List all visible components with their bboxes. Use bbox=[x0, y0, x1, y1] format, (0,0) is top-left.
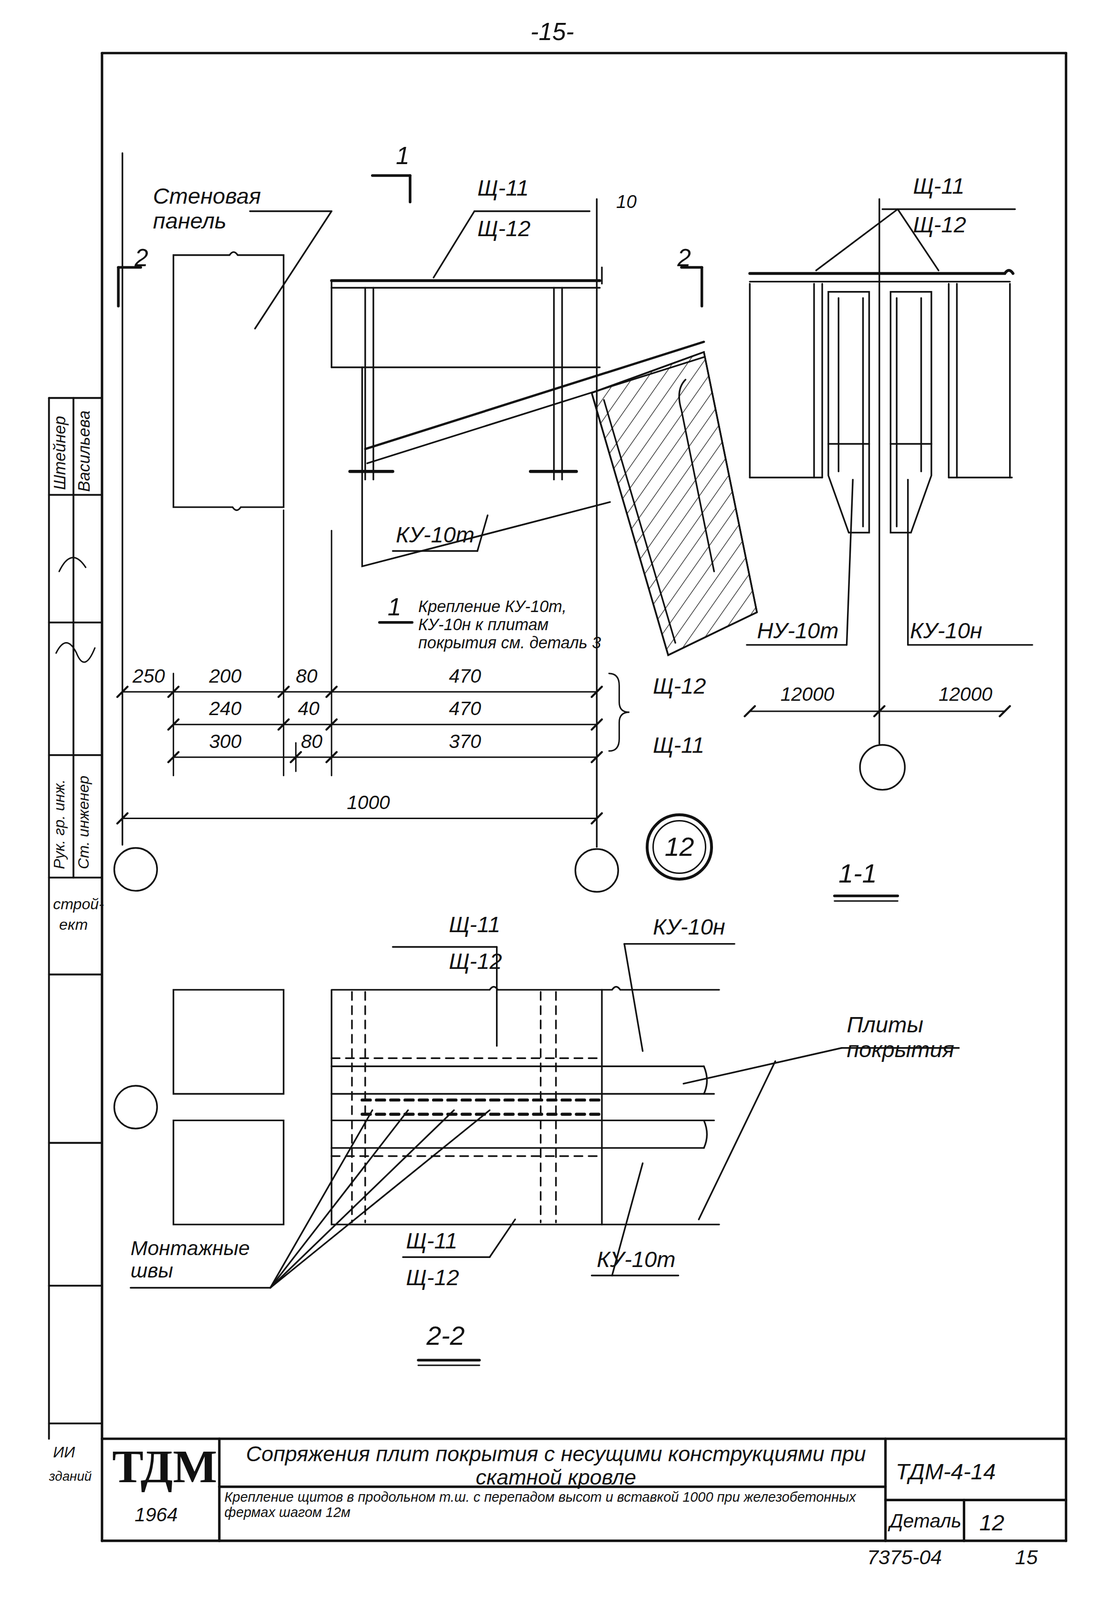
drawing-label: ИИ bbox=[52, 1443, 75, 1461]
drawing-label: Крепление КУ-10т, КУ-10н к плитам покрыт… bbox=[418, 597, 623, 652]
drawing-label: 40 bbox=[298, 697, 320, 720]
drawing-label: КУ-10т bbox=[395, 522, 475, 548]
section-2-2 bbox=[130, 943, 960, 1288]
truss bbox=[591, 351, 758, 655]
dimension-lines bbox=[117, 510, 1011, 824]
drawing-label: Васильева bbox=[75, 410, 94, 492]
drawing-label: 370 bbox=[448, 730, 482, 753]
drawing-label: 7375-04 bbox=[867, 1545, 942, 1569]
drawing-label: Стеновая панель bbox=[153, 183, 286, 234]
drawing-label: Щ-12 bbox=[477, 216, 531, 241]
drawing-label: 80 bbox=[295, 665, 318, 687]
drawing-label: 250 bbox=[132, 665, 166, 687]
drawing-label: Щ-12 bbox=[448, 948, 502, 974]
wall-panel bbox=[173, 211, 332, 511]
drawing-label: 1 bbox=[395, 142, 410, 170]
drawing-label: 80 bbox=[300, 730, 323, 753]
drawing-label: КУ-10т bbox=[596, 1246, 676, 1272]
drawing-label: Щ-11 bbox=[912, 173, 965, 199]
drawing-label: 12000 bbox=[780, 683, 835, 705]
drawing-label: ект bbox=[59, 916, 88, 933]
drawing-label: 2 bbox=[134, 244, 149, 272]
drawing-label: строй- bbox=[52, 895, 104, 913]
drawing-label: 12 bbox=[979, 1509, 1005, 1535]
drawing-label: Монтажные швы bbox=[130, 1236, 274, 1282]
drawing-label: 200 bbox=[209, 665, 242, 687]
drawing-label: НУ-10т bbox=[756, 618, 839, 643]
drawing-label: 1000 bbox=[346, 791, 390, 814]
drawing-label: 1 bbox=[387, 593, 402, 621]
axes bbox=[114, 153, 906, 1129]
stamp-column bbox=[49, 397, 103, 1439]
drawing-label: Щ-12 bbox=[652, 673, 706, 699]
drawing-label: -15- bbox=[530, 18, 574, 46]
drawing-label: 15 bbox=[1014, 1545, 1038, 1569]
frame bbox=[102, 52, 1066, 1541]
drawing-label: Щ-11 bbox=[652, 732, 705, 758]
section-1-1 bbox=[746, 209, 1033, 645]
drawing-label: Деталь bbox=[889, 1509, 962, 1532]
title-text: Сопряжения плит покрытия с несущими конс… bbox=[234, 1441, 878, 1489]
drawing-label: 470 bbox=[448, 697, 482, 720]
drawing-label: 300 bbox=[209, 730, 242, 753]
drawing-label: Ст. инженер bbox=[75, 775, 93, 869]
drawing-label: 12000 bbox=[938, 683, 993, 705]
drawing-label: ТДМ bbox=[112, 1440, 217, 1492]
drawing-label: Плиты покрытия bbox=[846, 1011, 980, 1062]
drawing-label: 1964 bbox=[134, 1503, 178, 1526]
drawing-label: Щ-11 bbox=[405, 1228, 458, 1253]
drawing-label: 240 bbox=[209, 697, 242, 720]
drawing-label: КУ-10н bbox=[652, 914, 726, 940]
drawing-label: 10 bbox=[616, 191, 637, 212]
drawing-label: 1-1 bbox=[838, 858, 877, 888]
drawing-label: КУ-10н bbox=[909, 618, 983, 643]
drawing-label: Щ-12 bbox=[912, 212, 966, 238]
drawing-label: Штейнер bbox=[51, 415, 70, 490]
drawing-label: 2-2 bbox=[426, 1321, 465, 1351]
drawing-label: Щ-11 bbox=[477, 175, 529, 201]
detail-circle: 12 bbox=[645, 813, 713, 881]
drawing-label: 470 bbox=[448, 665, 482, 687]
section-marks bbox=[118, 175, 898, 1365]
drawing-label: зданий bbox=[49, 1468, 93, 1484]
drawing-label: Щ-12 bbox=[405, 1264, 459, 1290]
drawing-label: 2 bbox=[677, 244, 692, 272]
drawing-label: Рук. гр. инж. bbox=[51, 779, 68, 869]
caption-text: Крепление щитов в продольном т.ш. с пере… bbox=[224, 1489, 878, 1520]
drawing-label: ТДМ-4-14 bbox=[895, 1458, 996, 1484]
drawing-label: Щ-11 bbox=[448, 911, 501, 937]
detail-number: 12 bbox=[664, 831, 695, 862]
